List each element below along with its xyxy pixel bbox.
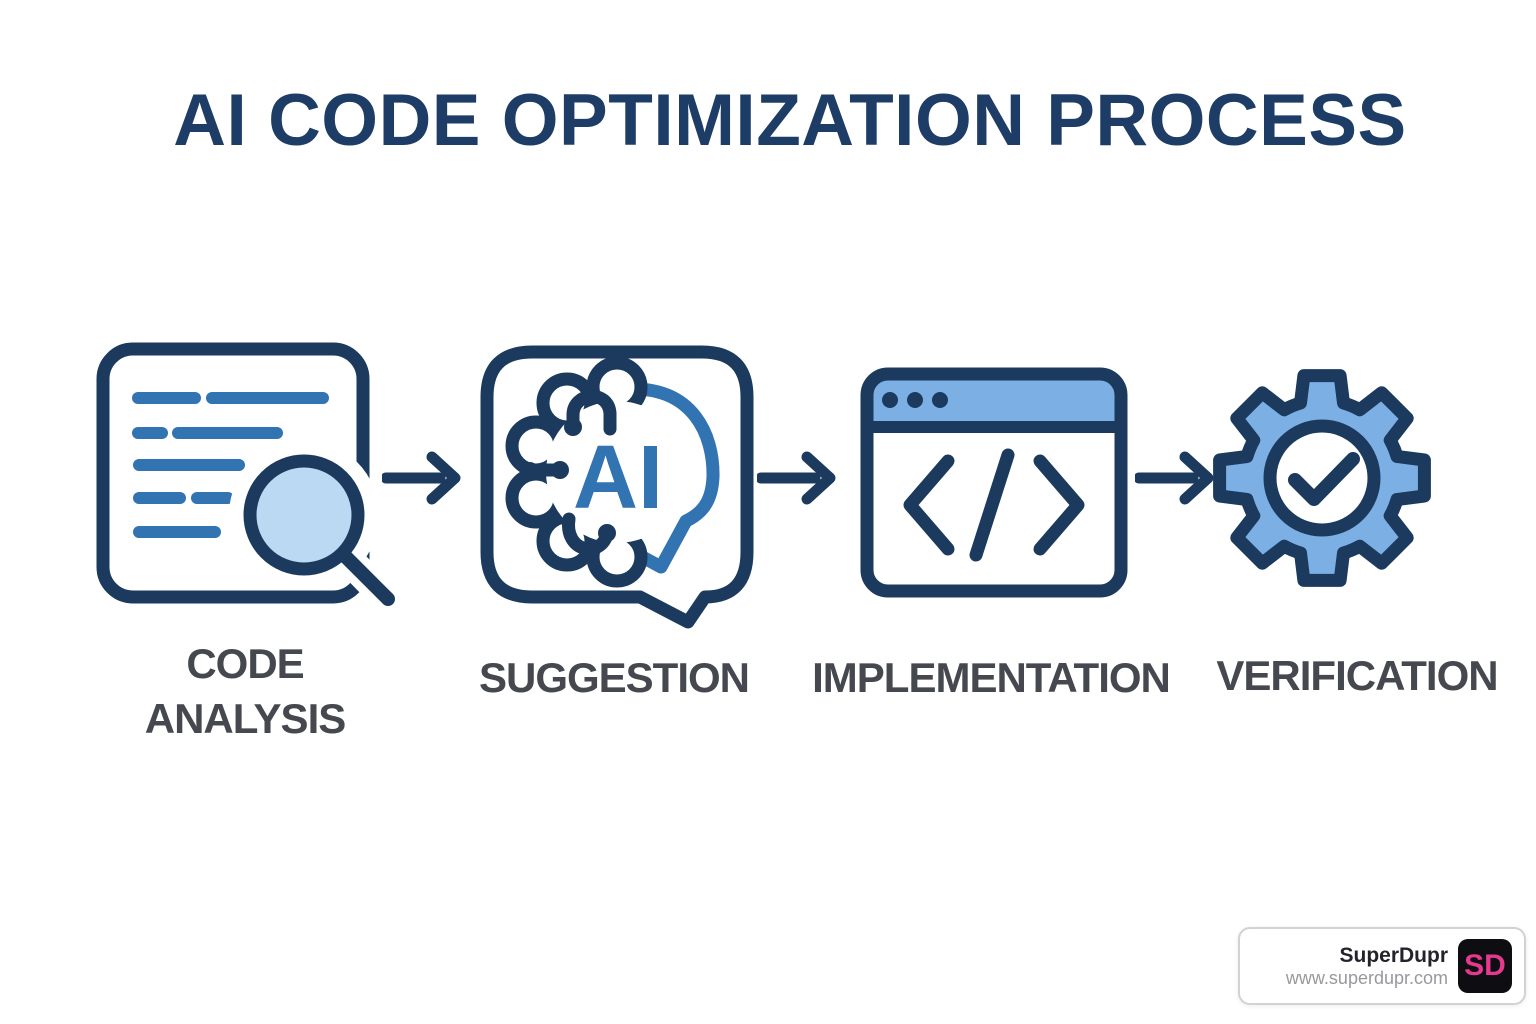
diagram-title: AI CODE OPTIMIZATION PROCESS — [173, 80, 1407, 161]
head-profile-curve — [623, 382, 720, 574]
document-magnifier-icon — [96, 342, 395, 618]
arrow-right-icon — [757, 451, 836, 505]
ai-brain-speech-bubble-icon: AI — [480, 345, 754, 629]
watermark-card: SuperDupr www.superdupr.com SD — [1238, 927, 1526, 1005]
step-label-implementation: IMPLEMENTATION — [812, 654, 1171, 701]
browser-code-icon — [860, 367, 1128, 598]
browser-titlebar — [867, 374, 1121, 427]
checkmark-icon — [1288, 452, 1360, 506]
watermark-brand: SuperDupr — [1339, 943, 1448, 967]
code-brackets-icon — [903, 448, 1085, 562]
watermark-text: SuperDupr www.superdupr.com — [1286, 943, 1448, 990]
arrow-right-icon — [382, 451, 461, 505]
step-label-line: ANALYSIS — [144, 695, 347, 742]
gear-center-circle — [1263, 419, 1381, 537]
browser-window-outline — [860, 367, 1128, 598]
gear-checkmark-icon — [1213, 369, 1431, 587]
sd-logo-badge: SD — [1458, 939, 1512, 993]
step-label-suggestion: SUGGESTION — [478, 654, 750, 701]
code-lines — [132, 392, 329, 538]
watermark-url: www.superdupr.com — [1285, 967, 1448, 988]
ai-label: AI — [573, 428, 663, 528]
magnifier-icon — [229, 440, 395, 618]
brain-icon — [505, 356, 688, 588]
arrow-right-icon — [1135, 451, 1214, 505]
browser-dots — [882, 392, 948, 408]
step-label-code-analysis: CODE ANALYSIS — [144, 636, 347, 746]
step-label-verification: VERIFICATION — [1216, 652, 1498, 699]
step-label-line: CODE — [186, 640, 304, 687]
